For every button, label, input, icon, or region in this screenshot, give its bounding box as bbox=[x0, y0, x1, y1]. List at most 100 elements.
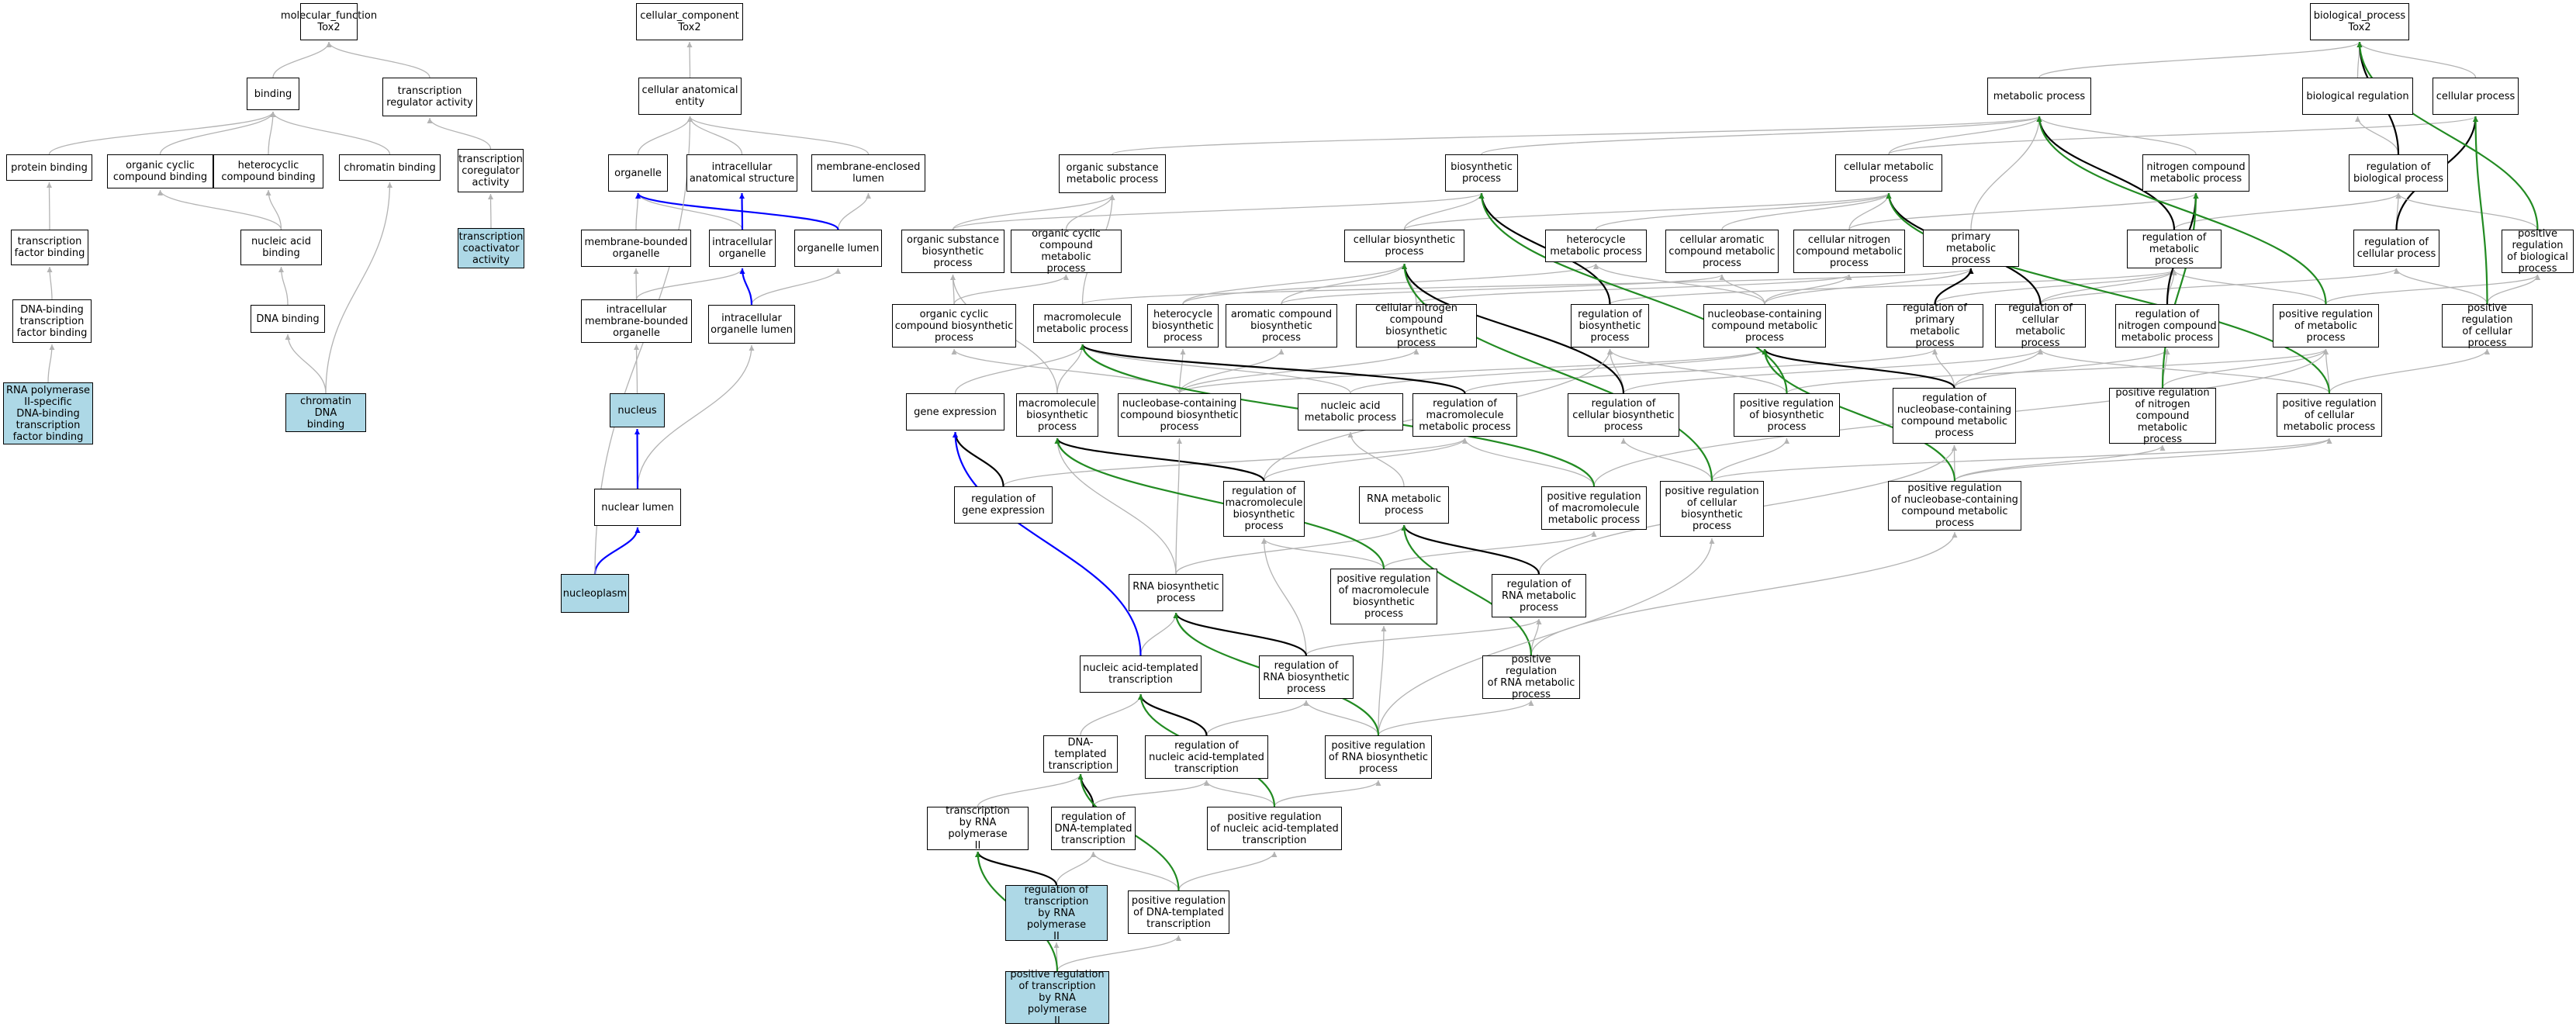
go-term-node-ol: organelle lumen bbox=[794, 230, 882, 267]
edge-positively_regulates-prmbp-to-mbp bbox=[1054, 437, 1385, 569]
edge-is_a-prcmp-to-prcp bbox=[2329, 348, 2490, 394]
edge-is_a-prmbp-to-prmmp bbox=[1383, 531, 1597, 569]
edge-is_a-cncmp-to-ncmp bbox=[1848, 192, 2199, 230]
edge-is_a-prdtt-to-rdtt bbox=[1091, 851, 1180, 891]
edge-regulates-rmmp-to-mmp bbox=[1080, 344, 1466, 394]
edge-is_a-prmp-to-rmp bbox=[2171, 269, 2327, 305]
go-term-node-rbp: regulation of biological process bbox=[2349, 154, 2448, 192]
edge-is_a-prdtt-to-prnatt bbox=[1177, 851, 1278, 891]
go-term-node-nab: nucleic acid binding bbox=[240, 230, 322, 265]
go-term-node-prdtt: positive regulation of DNA-templated tra… bbox=[1128, 890, 1229, 934]
go-term-node-prnbcmp: positive regulation of nucleobase-contai… bbox=[1888, 481, 2021, 531]
edge-is_a-dnab-to-nab bbox=[278, 266, 289, 306]
edge-is_a-cp-to-bp bbox=[2356, 41, 2477, 78]
edge-is_a-hcb-to-binding bbox=[268, 111, 276, 155]
edge-is_a-iol-to-ol bbox=[751, 268, 841, 306]
edge-is_a-prrnabp-to-prmbp bbox=[1378, 625, 1387, 736]
go-term-node-io: intracellular organelle bbox=[709, 230, 776, 267]
edge-is_a-prcbp-to-prbsp bbox=[1711, 437, 1789, 482]
edge-is_a-prcbp-to-rcbp bbox=[1620, 437, 1713, 482]
go-term-node-mbp: macromolecule biosynthetic process bbox=[1016, 393, 1098, 437]
edge-is_a-rnabp-to-mbp bbox=[1054, 437, 1177, 575]
edge-is_a-rcmp-to-rcp bbox=[2039, 268, 2399, 305]
edge-is_a-acbp-to-cacmp bbox=[1281, 274, 1725, 305]
go-term-node-prcmp: positive regulation of cellular metaboli… bbox=[2277, 393, 2382, 437]
edge-part_of-iol-to-io bbox=[739, 268, 753, 306]
go-term-node-tfb: transcription factor binding bbox=[11, 230, 88, 265]
go-term-node-bp: biological_process Tox2 bbox=[2310, 3, 2409, 40]
edge-is_a-bsp-to-mp bbox=[1481, 116, 2042, 155]
go-term-node-cp: cellular process bbox=[2433, 78, 2519, 115]
edge-is_a-prrnabp-to-prrnamp bbox=[1378, 700, 1534, 736]
edge-is_a-prcp-to-rcp bbox=[2394, 268, 2488, 305]
edge-is_a-nab-to-hcb bbox=[265, 189, 282, 230]
go-term-node-pmp: primary metabolic process bbox=[1923, 230, 2019, 267]
go-term-node-osbp: organic substance biosynthetic process bbox=[901, 230, 1004, 273]
go-term-node-prcbp: positive regulation of cellular biosynth… bbox=[1660, 481, 1764, 537]
edge-is_a-rrnabp-to-rrnamp bbox=[1305, 618, 1542, 656]
edge-regulates-rrnabp-to-rnabp bbox=[1173, 612, 1308, 656]
go-term-node-occb: organic cyclic compound binding bbox=[107, 154, 213, 188]
edge-is_a-nbcmp-to-cncmp bbox=[1764, 274, 1852, 305]
edge-is_a-nbcmp-to-pmp bbox=[1764, 268, 1974, 305]
go-term-node-imbo: intracellular membrane-bounded organelle bbox=[581, 299, 692, 343]
go-term-node-osmp: organic substance metabolic process bbox=[1059, 154, 1166, 193]
go-term-node-nucleus: nucleus bbox=[610, 393, 665, 427]
go-term-node-ge: gene expression bbox=[906, 393, 1004, 431]
edge-regulates-rcbp-to-cbp bbox=[1402, 263, 1625, 394]
go-term-node-ncmp: nitrogen compound metabolic process bbox=[2142, 154, 2249, 192]
edge-is_a-osmp-to-mp bbox=[1112, 116, 2042, 155]
go-term-node-breg: biological regulation bbox=[2302, 78, 2413, 115]
go-term-node-rcmp: regulation of cellular metabolic process bbox=[1995, 303, 2086, 349]
go-term-node-dtt: DNA-templated transcription bbox=[1043, 735, 1118, 773]
go-term-node-cncmp: cellular nitrogen compound metabolic pro… bbox=[1793, 230, 1905, 273]
go-term-node-rnbcmp: regulation of nucleobase-containing comp… bbox=[1893, 388, 2016, 444]
go-term-node-prnatt: positive regulation of nucleic acid-temp… bbox=[1207, 807, 1342, 850]
edge-part_of-natt-to-ge bbox=[953, 431, 1142, 656]
edge-is_a-pmp-to-mp bbox=[1970, 116, 2042, 230]
go-term-node-mp: metabolic process bbox=[1987, 78, 2091, 115]
go-term-node-cncbp: cellular nitrogen compound biosynthetic … bbox=[1356, 303, 1477, 349]
edge-regulates-rmp-to-mp bbox=[2036, 116, 2176, 230]
edge-is_a-rmbp-to-rmmp bbox=[1263, 437, 1468, 482]
edge-part_of-ol-to-organelle bbox=[635, 192, 839, 230]
go-term-node-namp: nucleic acid metabolic process bbox=[1298, 393, 1403, 431]
edge-is_a-hbp-to-hmp bbox=[1182, 263, 1599, 305]
edge-regulates-rmbp-to-mbp bbox=[1054, 437, 1265, 482]
go-term-node-rnap2: RNA polymerase II-specific DNA-binding t… bbox=[3, 382, 93, 444]
go-term-node-mmp: macromolecule metabolic process bbox=[1033, 304, 1132, 343]
edge-is_a-prnbcmp-to-prncmp bbox=[1954, 444, 2166, 482]
edge-is_a-binding-to-mf bbox=[272, 41, 332, 78]
go-term-node-natt: nucleic acid-templated transcription bbox=[1080, 655, 1202, 693]
edge-is_a-ol-to-mel bbox=[837, 192, 871, 230]
edge-positively_regulates-prcmp-to-cmp bbox=[1886, 192, 2331, 394]
go-term-node-binding: binding bbox=[247, 78, 299, 110]
edge-is_a-hmp-to-cmp bbox=[1595, 192, 1892, 230]
edge-is_a-dtt-to-natt bbox=[1080, 693, 1143, 736]
edge-is_a-tra-to-mf bbox=[326, 41, 430, 78]
edge-is_a-occbp-to-occmp bbox=[953, 274, 1069, 305]
edge-is_a-prcp-to-prbp bbox=[2486, 274, 2540, 305]
edge-positively_regulates-prbp-to-bp bbox=[2356, 41, 2539, 230]
edge-is_a-ge-to-mmp bbox=[954, 344, 1085, 394]
go-term-node-tcaa: transcription coactivator activity bbox=[458, 228, 524, 268]
edge-regulates-rrnamp-to-rnamp bbox=[1401, 524, 1540, 575]
edge-is_a-cacmp-to-cmp bbox=[1721, 192, 1892, 230]
edge-is_a-organelle-to-cae bbox=[637, 116, 693, 155]
go-term-node-hcb: heterocyclic compound binding bbox=[213, 154, 323, 188]
edge-is_a-nucleus-to-imbo bbox=[634, 344, 640, 394]
go-term-node-hmp: heterocycle metabolic process bbox=[1545, 230, 1647, 262]
go-term-node-rrnabp: regulation of RNA biosynthetic process bbox=[1259, 655, 1354, 699]
edge-positively_regulates-prncmp-to-ncmp bbox=[2161, 192, 2199, 389]
edge-is_a-rnabp-to-rnamp bbox=[1175, 524, 1407, 575]
edge-is_a-cbp-to-bsp bbox=[1403, 192, 1485, 230]
go-term-node-rncmp: regulation of nitrogen compound metaboli… bbox=[2115, 304, 2219, 348]
edge-is_a-prrnabp-to-prcbp bbox=[1378, 538, 1715, 736]
edge-is_a-nbcmp-to-cacmp bbox=[1719, 274, 1765, 305]
edge-is_a-namp-to-nbcmp bbox=[1350, 348, 1768, 394]
go-term-node-rmp: regulation of metabolic process bbox=[2127, 230, 2222, 268]
edge-is_a-acbp-to-cbp bbox=[1281, 263, 1407, 305]
go-term-node-prmbp: positive regulation of macromolecule bio… bbox=[1330, 569, 1437, 624]
edge-is_a-prcmp-to-rcmp bbox=[2038, 348, 2330, 394]
